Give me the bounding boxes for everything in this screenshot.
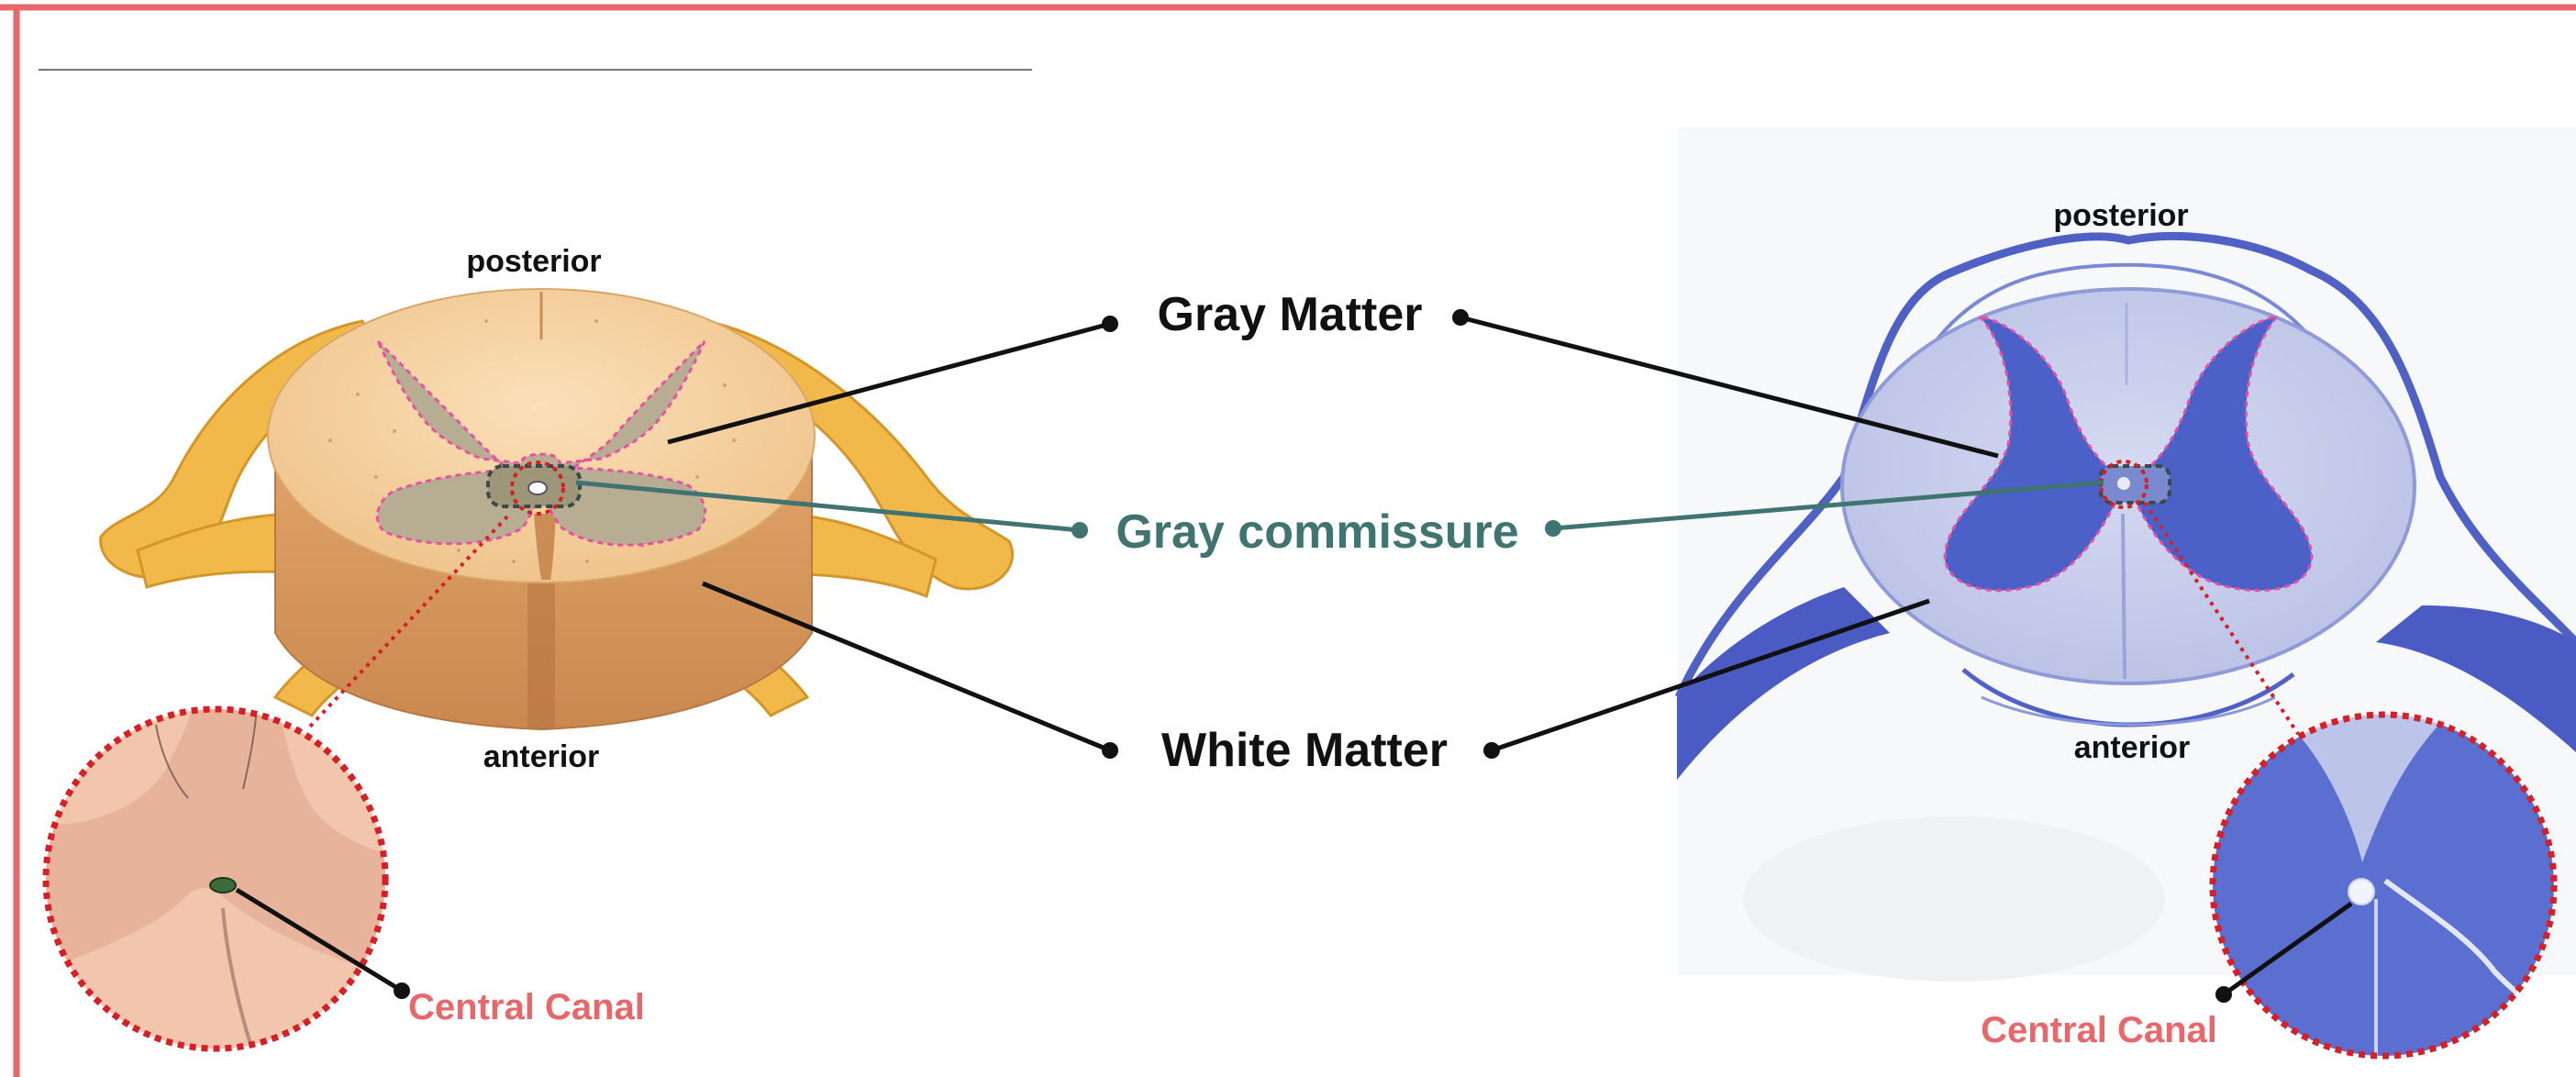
- right-anterior-label: anterior: [2074, 730, 2191, 765]
- stained-cross-section: [1674, 127, 2576, 982]
- illustrated-cross-section: [99, 288, 1014, 731]
- white-matter-illustration: [267, 288, 816, 583]
- gray-matter-illustration: [375, 339, 706, 547]
- white-matter-label: White Matter: [1161, 724, 1448, 777]
- left-nerve-root-stain: [1677, 587, 1890, 780]
- white-matter-leaders: [702, 581, 1930, 759]
- gray-commissure-leaders: [575, 480, 2104, 538]
- gray-matter-leaders: [667, 309, 1999, 459]
- right-posterior-label: posterior: [2053, 198, 2188, 233]
- central-canal-stain: [2348, 878, 2375, 905]
- left-posterior-label: posterior: [466, 244, 601, 279]
- right-central-canal-inset: [2143, 501, 2558, 1060]
- stain-commissure-box: [2099, 464, 2171, 505]
- slide-frame: [0, 4, 2576, 1077]
- central-canal-highlight: [510, 461, 565, 516]
- gray-commissure-label: Gray commissure: [1116, 505, 1518, 559]
- left-central-canal-inset: [42, 515, 509, 1052]
- central-canal-illustration: [209, 877, 237, 894]
- left-anterior-label: anterior: [483, 739, 600, 774]
- gray-matter-label: Gray Matter: [1158, 288, 1423, 341]
- right-nerve-root-stain: [2376, 605, 2576, 752]
- right-central-canal-label: Central Canal: [1981, 1010, 2217, 1050]
- left-central-canal-label: Central Canal: [408, 987, 645, 1027]
